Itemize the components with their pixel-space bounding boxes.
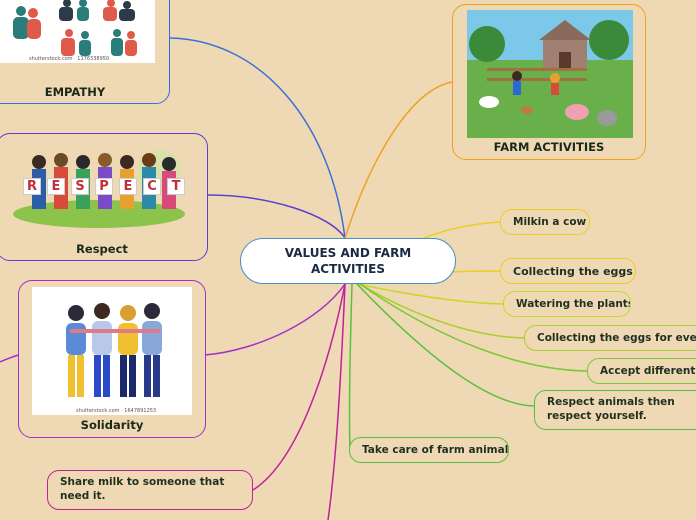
topic-share-milk[interactable]: Share milk to someone that need it.: [47, 470, 253, 510]
topic-collect-eggs[interactable]: Collecting the eggs: [500, 258, 636, 284]
link-accept: [359, 283, 588, 372]
sign-letter: S: [71, 178, 89, 195]
respect-card[interactable]: R E S P E C T Respect: [0, 133, 208, 261]
topic-label: Collecting the eggs: [513, 264, 633, 278]
respect-label: Respect: [76, 242, 128, 256]
link-eggs-everybody: [359, 283, 525, 339]
solidarity-image: shutterstock.com · 1647891253: [32, 287, 192, 415]
link-share-milk: [252, 283, 346, 491]
topic-label: Collecting the eggs for everybody: [537, 332, 696, 344]
link-empathy: [169, 37, 346, 239]
sign-letter: C: [143, 178, 161, 195]
sign-letter: T: [167, 178, 185, 195]
topic-care-animals[interactable]: Take care of farm animals.: [349, 437, 509, 463]
solidarity-card[interactable]: shutterstock.com · 1647891253 Solidarity: [18, 280, 206, 438]
topic-label: Take care of farm animals.: [362, 444, 509, 456]
sign-letter: P: [95, 178, 113, 195]
topic-label: Milkin a cow: [513, 216, 587, 228]
solidarity-credit: shutterstock.com · 1647891253: [76, 408, 157, 414]
link-farm: [344, 81, 453, 239]
topic-label: Respect animals then respect yourself.: [547, 396, 675, 422]
link-water-plants: [357, 283, 504, 305]
farm-activities-card[interactable]: FARM ACTIVITIES: [452, 4, 646, 160]
topic-accept-animals[interactable]: Accept different animals: [587, 358, 696, 384]
sign-letter: E: [47, 178, 65, 195]
sign-letter: R: [23, 178, 41, 195]
central-title: VALUES AND FARM ACTIVITIES: [284, 245, 412, 276]
link-care: [348, 283, 353, 451]
link-respect-animals: [356, 283, 535, 407]
empathy-credit: shutterstock.com · 1176338950: [29, 56, 110, 62]
topic-label: Share milk to someone that need it.: [60, 476, 225, 502]
topic-label: Watering the plants: [516, 298, 631, 310]
topic-label: Accept different animals: [600, 365, 696, 377]
link-respect: [207, 194, 346, 239]
respect-image: R E S P E C T: [9, 142, 189, 230]
empathy-image: shutterstock.com · 1176338950: [0, 0, 155, 63]
central-topic[interactable]: VALUES AND FARM ACTIVITIES: [240, 238, 456, 284]
solidarity-label: Solidarity: [80, 418, 144, 432]
respect-sign: R E S P E C T: [23, 178, 185, 195]
topic-respect-animals[interactable]: Respect animals then respect yourself.: [534, 390, 696, 430]
sign-letter: E: [119, 178, 137, 195]
topic-eggs-everybody[interactable]: Collecting the eggs for everybody: [524, 325, 696, 351]
link-solidarity-left: [0, 354, 19, 363]
topic-milk-cow[interactable]: Milkin a cow: [500, 209, 590, 235]
topic-water-plants[interactable]: Watering the plants: [503, 291, 631, 317]
link-bottom: [327, 283, 346, 520]
empathy-card[interactable]: shutterstock.com · 1176338950 EMPATHY: [0, 0, 170, 104]
farm-image: [467, 10, 633, 138]
link-solidarity: [204, 283, 346, 356]
empathy-label: EMPATHY: [44, 85, 106, 99]
farm-label: FARM ACTIVITIES: [493, 140, 605, 154]
